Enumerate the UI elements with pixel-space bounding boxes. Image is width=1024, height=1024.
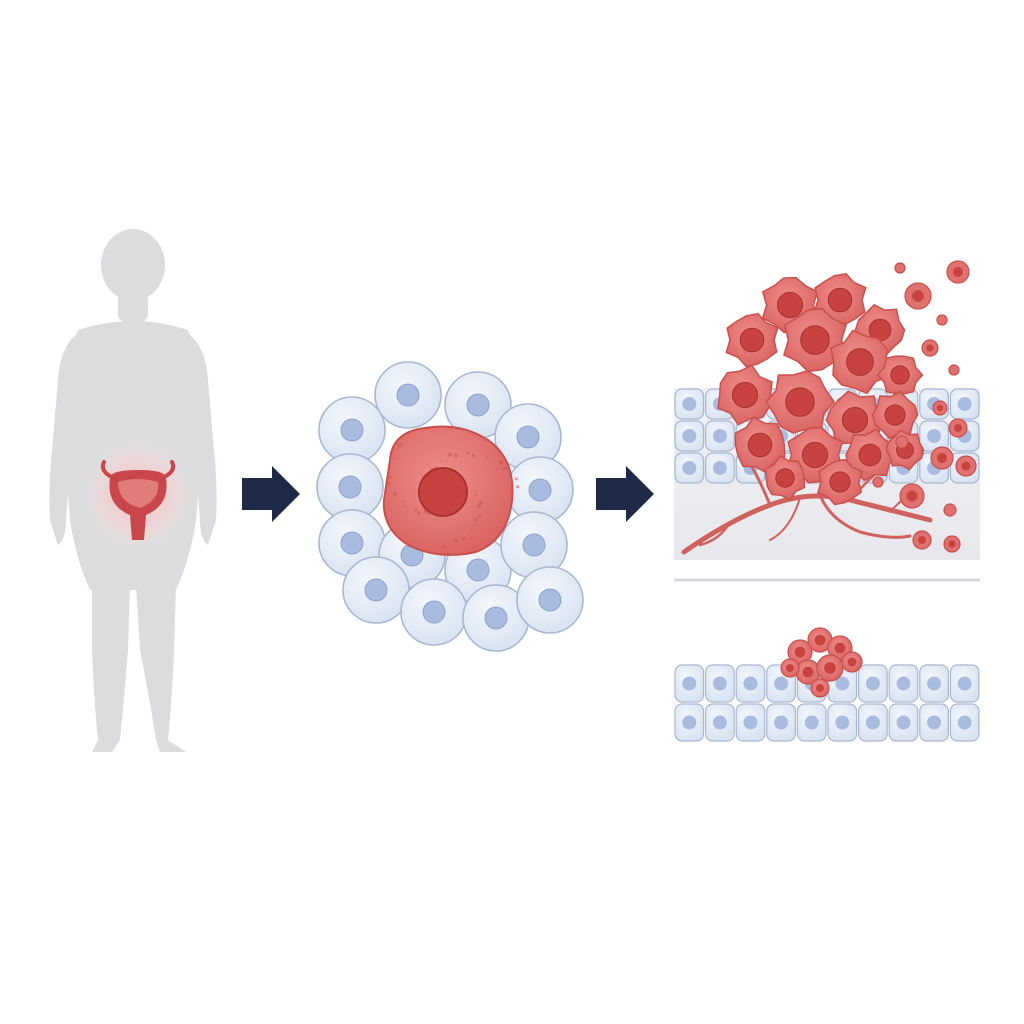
epithelial-cell — [949, 664, 980, 703]
spreading-cell — [948, 418, 968, 438]
tumor-cell — [829, 329, 891, 395]
epithelial-cell — [704, 703, 735, 742]
spreading-cell — [948, 364, 960, 376]
tumor-cell — [871, 390, 919, 440]
normal-cell — [494, 403, 562, 471]
spreading-cancer-cells — [872, 260, 977, 553]
spreading-cell — [946, 260, 970, 284]
normal-cell — [500, 511, 568, 579]
epithelial-cell — [949, 703, 980, 742]
epithelial-cell — [704, 452, 735, 484]
normal-cell — [374, 361, 442, 429]
spreading-cell — [895, 435, 909, 449]
spreading-cell — [932, 400, 948, 416]
epithelial-cell — [674, 420, 705, 452]
epithelial-cell — [704, 664, 735, 703]
epithelial-cell — [919, 664, 949, 703]
tumor-cell — [725, 312, 779, 368]
tumor-cell — [841, 651, 863, 673]
epithelial-cell — [857, 703, 888, 742]
spreading-cell — [955, 455, 977, 477]
spreading-cell — [943, 535, 961, 553]
tumor-cell — [764, 455, 806, 501]
epithelial-cell — [888, 664, 919, 703]
cancer-cell — [382, 425, 520, 556]
epithelial-cell — [919, 420, 949, 452]
tumor-cell — [876, 355, 924, 395]
blood-vessel — [769, 497, 801, 541]
epithelial-cell — [735, 703, 766, 742]
spreading-cell — [936, 314, 948, 326]
epithelial-cell — [766, 703, 796, 742]
bladder-icon — [100, 460, 176, 540]
blood-vessels — [681, 458, 933, 555]
non-invasive-tumor-panel — [674, 627, 980, 742]
normal-cell-cluster — [316, 361, 584, 652]
normal-cell — [316, 453, 384, 521]
tumor-cell — [787, 639, 813, 665]
spreading-cell — [899, 483, 925, 509]
blood-vessel — [698, 520, 732, 547]
epithelial-cell — [674, 703, 705, 742]
epithelial-cell — [827, 703, 858, 742]
invasive-tumor-panel — [674, 260, 980, 560]
tumor-cell — [780, 658, 800, 678]
spreading-cell — [904, 282, 932, 310]
tumor-cell — [782, 307, 848, 373]
small-tumor — [780, 627, 863, 698]
spreading-cell — [894, 262, 906, 274]
epithelial-cell — [735, 664, 766, 703]
spreading-cell — [912, 530, 932, 550]
spreading-cell — [943, 503, 957, 517]
normal-cell — [462, 584, 530, 652]
normal-cell — [342, 556, 410, 624]
epithelial-cell — [919, 703, 949, 742]
epithelial-cell — [674, 664, 705, 703]
blood-vessel — [818, 493, 912, 539]
tumor-cell — [817, 458, 863, 506]
tumor-cell — [734, 416, 786, 474]
epithelial-cell — [949, 388, 980, 420]
tumor-cell — [764, 370, 836, 434]
epithelial-cell — [674, 452, 705, 484]
tumor-cell — [816, 654, 844, 682]
cancer-cell-nucleus — [418, 467, 468, 517]
normal-cell — [516, 566, 584, 634]
spreading-cell — [921, 339, 939, 357]
tumor-cell — [810, 678, 830, 698]
epithelial-cell — [704, 420, 735, 452]
normal-cell — [400, 578, 468, 646]
arrow-right-icon — [242, 466, 300, 522]
spreading-cell — [930, 446, 954, 470]
arrow-right-icon — [596, 466, 654, 522]
epithelial-cell — [674, 388, 705, 420]
epithelial-cell — [857, 664, 888, 703]
epithelial-cell — [888, 703, 919, 742]
tumor-cell — [717, 364, 773, 426]
tumor-cell — [845, 428, 895, 482]
normal-cell — [318, 396, 386, 464]
epithelial-cell — [796, 703, 827, 742]
spreading-cell — [872, 476, 884, 488]
